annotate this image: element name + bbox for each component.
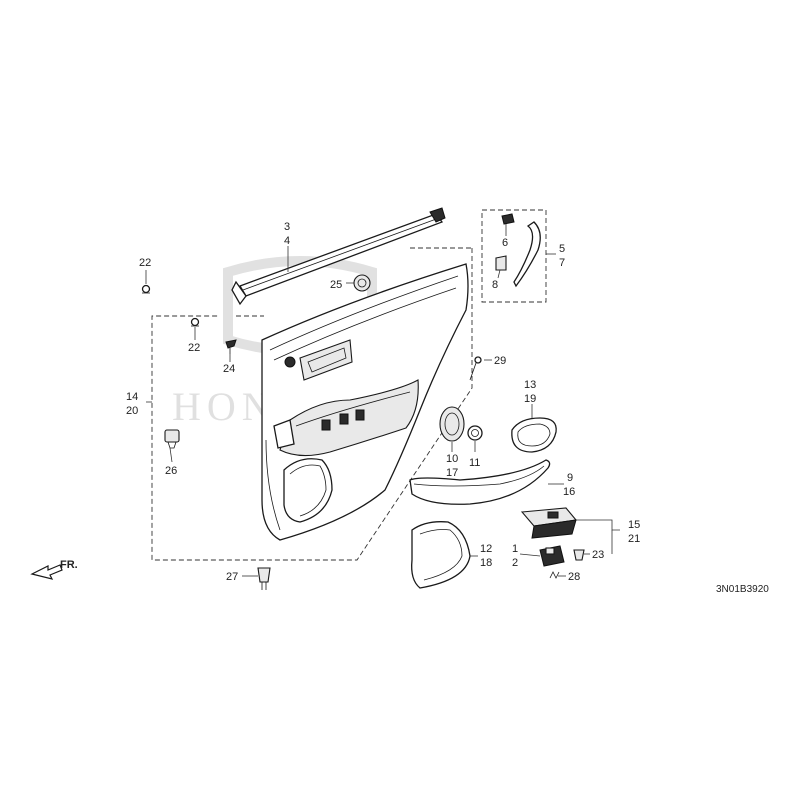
label-part-5: 5 bbox=[559, 243, 565, 255]
speaker-grille-10 bbox=[439, 406, 465, 442]
label-part-24: 24 bbox=[223, 363, 235, 375]
clip-22-upper bbox=[141, 284, 151, 294]
screw-29 bbox=[469, 356, 482, 381]
label-part-21: 21 bbox=[628, 533, 640, 545]
label-part-6: 6 bbox=[502, 237, 508, 249]
label-part-8: 8 bbox=[492, 279, 498, 291]
clip-24 bbox=[225, 339, 237, 354]
switch-1 bbox=[539, 545, 565, 567]
clip-22-lower bbox=[190, 317, 200, 327]
leader-lines bbox=[145, 224, 620, 577]
label-part-19: 19 bbox=[524, 393, 536, 405]
weatherstrip-part bbox=[231, 207, 446, 306]
clip-23 bbox=[573, 549, 585, 561]
label-part-13: 13 bbox=[524, 379, 536, 391]
label-part-15: 15 bbox=[628, 519, 640, 531]
label-part-25: 25 bbox=[330, 279, 342, 291]
armrest-trim-9 bbox=[409, 459, 551, 505]
front-direction-arrow: FR. bbox=[30, 559, 78, 580]
label-part-16: 16 bbox=[563, 486, 575, 498]
grommet-25 bbox=[353, 274, 371, 292]
part-labels: 3 4 22 22 24 25 29 14 20 26 27 6 8 5 7 1… bbox=[126, 221, 640, 583]
label-part-28: 28 bbox=[568, 571, 580, 583]
spring-28 bbox=[549, 571, 560, 579]
handle-group-frame bbox=[481, 209, 547, 303]
group-frames bbox=[151, 209, 547, 561]
pocket-trim-12 bbox=[411, 521, 471, 589]
door-lining-panel bbox=[261, 263, 469, 541]
label-part-17: 17 bbox=[446, 467, 458, 479]
cap-11 bbox=[467, 425, 483, 441]
label-part-7: 7 bbox=[559, 257, 565, 269]
label-part-11: 11 bbox=[469, 457, 480, 469]
clip-26 bbox=[164, 429, 180, 449]
label-part-23: 23 bbox=[592, 549, 604, 561]
label-part-18: 18 bbox=[480, 557, 492, 569]
label-part-9: 9 bbox=[567, 472, 573, 484]
label-part-3: 3 bbox=[284, 221, 290, 233]
diagram-code: 3N01B3920 bbox=[716, 584, 769, 595]
label-part-26: 26 bbox=[165, 465, 177, 477]
label-part-22-upper: 22 bbox=[139, 257, 151, 269]
handle-bezel-13 bbox=[511, 417, 557, 453]
window-switch-15 bbox=[520, 507, 578, 539]
clip-27 bbox=[257, 567, 271, 590]
label-part-29: 29 bbox=[494, 355, 506, 367]
label-part-14: 14 bbox=[126, 391, 138, 403]
label-part-12: 12 bbox=[480, 543, 492, 555]
door-lining-frame bbox=[151, 248, 473, 561]
label-part-22-lower: 22 bbox=[188, 342, 200, 354]
label-part-4: 4 bbox=[284, 235, 290, 247]
inner-handle-cover bbox=[495, 213, 541, 288]
label-part-20: 20 bbox=[126, 405, 138, 417]
label-part-1: 1 bbox=[512, 543, 518, 555]
fr-label: FR. bbox=[60, 559, 78, 571]
label-part-2: 2 bbox=[512, 557, 518, 569]
label-part-27: 27 bbox=[226, 571, 238, 583]
label-part-10: 10 bbox=[446, 453, 458, 465]
